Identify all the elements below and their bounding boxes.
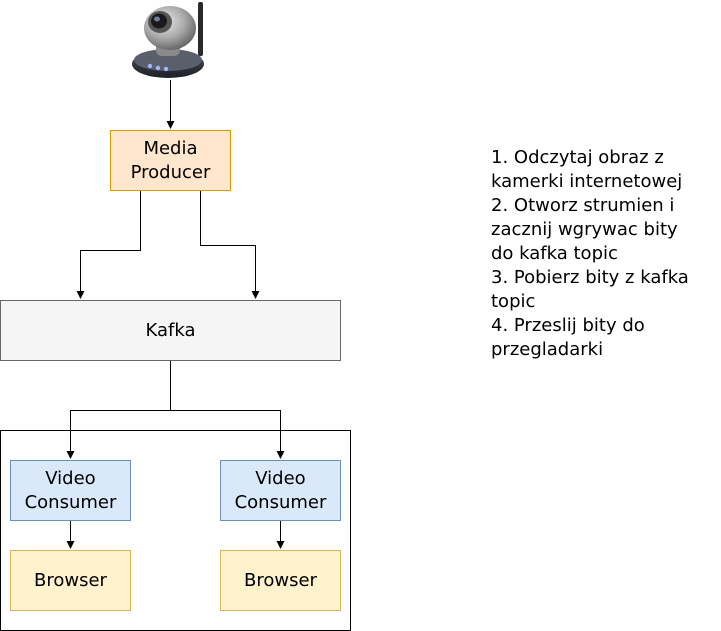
webcam-icon <box>132 2 204 78</box>
video-consumer-2-label: Video Consumer <box>234 467 327 513</box>
kafka-box[interactable]: Kafka <box>0 300 341 361</box>
video-consumer-1-box[interactable]: Video Consumer <box>10 460 131 521</box>
media-producer-box[interactable]: Media Producer <box>110 130 231 191</box>
browser-2-label: Browser <box>244 569 317 591</box>
browser-1-label: Browser <box>34 569 107 591</box>
edge-producer-to-kafka-right <box>200 191 260 299</box>
video-consumer-2-box[interactable]: Video Consumer <box>220 460 341 521</box>
edge-kafka-to-consumer-1 <box>66 361 171 459</box>
video-consumer-1-label: Video Consumer <box>24 467 117 513</box>
media-producer-label: Media Producer <box>130 137 211 183</box>
edge-producer-to-kafka-left <box>76 191 141 299</box>
kafka-label: Kafka <box>145 319 196 341</box>
browser-2-box[interactable]: Browser <box>220 550 341 611</box>
edge-kafka-to-consumer-2 <box>170 410 285 459</box>
steps-notes: 1. Odczytaj obraz z kamerki internetowej… <box>491 147 689 360</box>
browser-1-box[interactable]: Browser <box>10 550 131 611</box>
